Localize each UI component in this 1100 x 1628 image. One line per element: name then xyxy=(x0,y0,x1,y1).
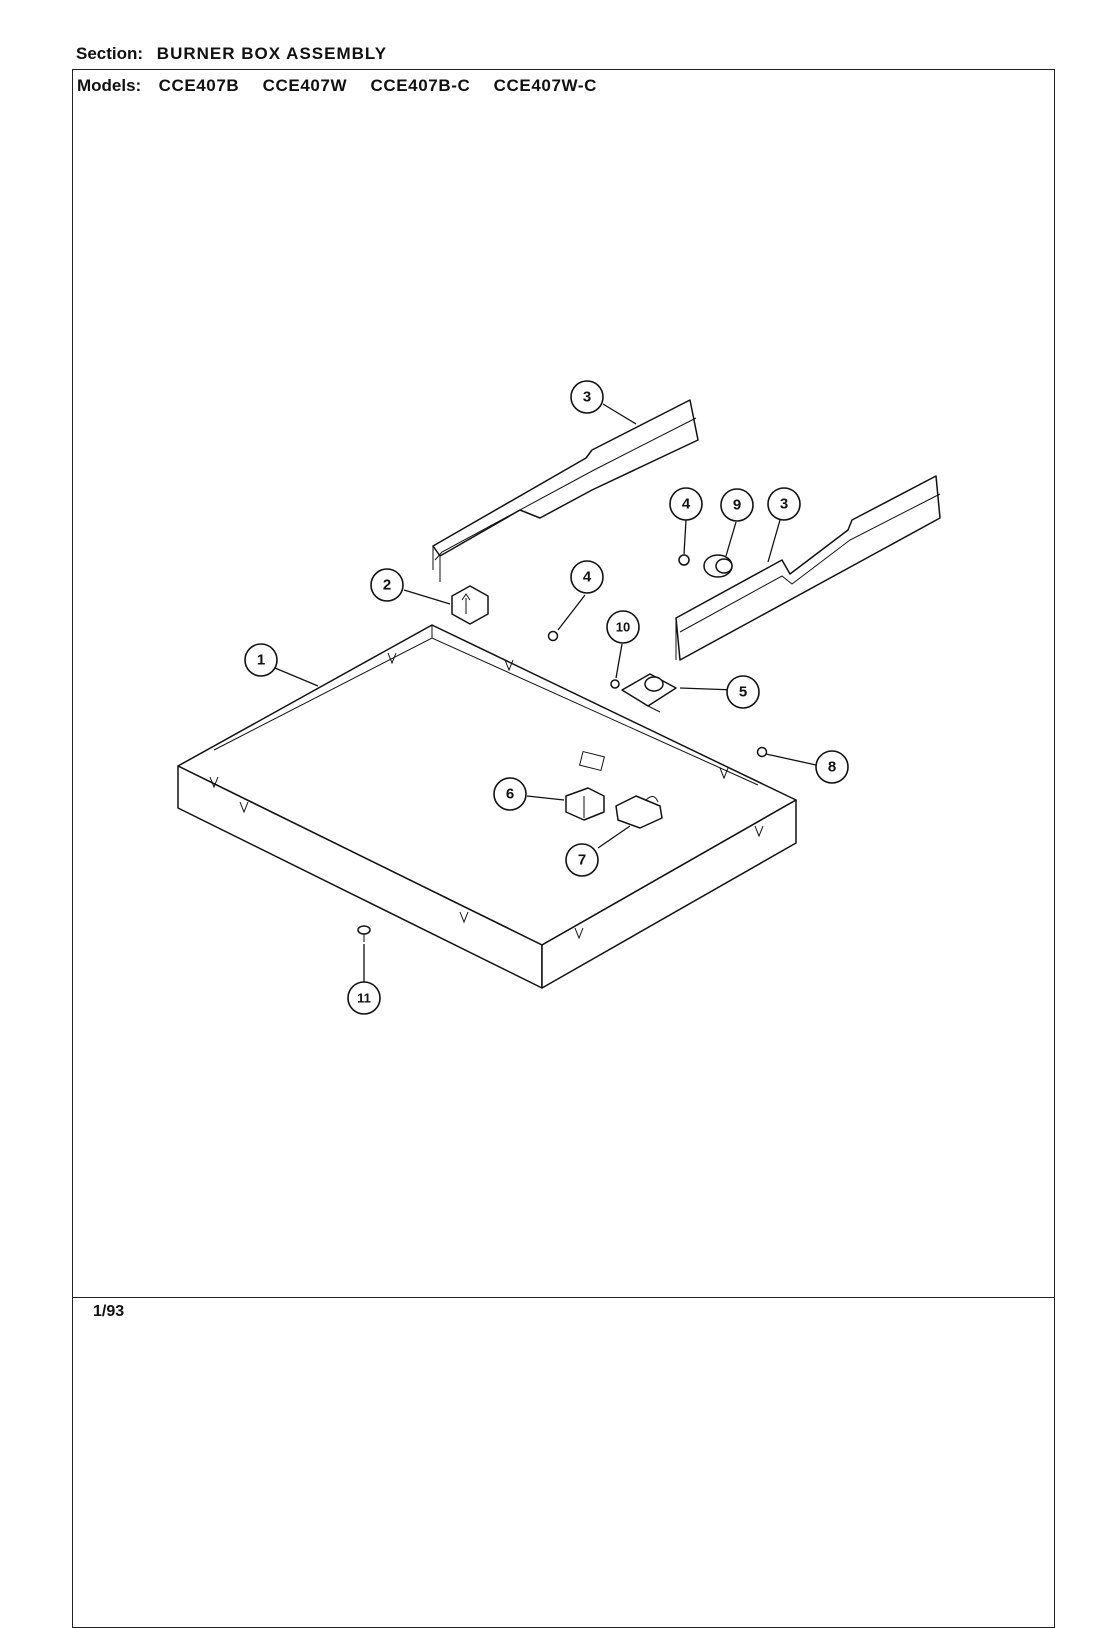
section-title: BURNER BOX ASSEMBLY xyxy=(156,44,388,63)
svg-text:3: 3 xyxy=(780,496,788,513)
callout-5: 5 xyxy=(726,675,760,709)
diagram-frame: Models: CCE407B CCE407W CCE407B-C CCE407… xyxy=(72,69,1055,1628)
section-heading: Section: BURNER BOX ASSEMBLY xyxy=(76,44,387,64)
svg-text:10: 10 xyxy=(616,620,630,635)
rail-upper-left xyxy=(432,399,699,582)
svg-text:2: 2 xyxy=(383,577,391,594)
callout-11: 11 xyxy=(347,981,381,1015)
model-cce407w-c: CCE407W-C xyxy=(493,76,597,95)
footer-date: 1/93 xyxy=(93,1303,125,1320)
model-cce407w: CCE407W xyxy=(262,76,348,95)
connector xyxy=(565,787,605,821)
models-heading: Models: CCE407B CCE407W CCE407B-C CCE407… xyxy=(77,76,615,96)
bracket xyxy=(451,585,489,625)
exploded-parts-diagram: 1 2 3 3 4 4 5 6 7 8 9 10 11 xyxy=(177,380,941,1015)
burner-box xyxy=(177,624,797,989)
screw-right xyxy=(756,746,768,758)
svg-text:11: 11 xyxy=(357,991,371,1006)
callout-3-upper: 3 xyxy=(570,380,604,414)
knob-fitting xyxy=(703,554,733,578)
small-screw xyxy=(610,679,620,689)
callout-1: 1 xyxy=(244,643,278,677)
svg-text:1: 1 xyxy=(257,652,265,669)
callout-4-upper: 4 xyxy=(669,487,703,521)
model-cce407b-c: CCE407B-C xyxy=(370,76,471,95)
callout-10: 10 xyxy=(606,610,640,644)
svg-text:4: 4 xyxy=(682,496,691,513)
svg-text:4: 4 xyxy=(583,569,592,586)
callout-9: 9 xyxy=(720,488,754,522)
models-label: Models: xyxy=(77,76,142,95)
svg-text:8: 8 xyxy=(828,759,836,776)
bottom-screw xyxy=(357,925,371,942)
svg-text:7: 7 xyxy=(578,852,586,869)
leader-lines xyxy=(274,403,817,982)
section-label: Section: xyxy=(76,44,144,63)
callout-7: 7 xyxy=(565,843,599,877)
svg-text:6: 6 xyxy=(506,786,514,803)
callout-6: 6 xyxy=(493,777,527,811)
callout-2: 2 xyxy=(370,568,404,602)
svg-text:3: 3 xyxy=(583,389,591,406)
rail-right xyxy=(675,475,941,661)
svg-text:5: 5 xyxy=(739,684,747,701)
callout-4-center: 4 xyxy=(570,560,604,594)
callout-3-right: 3 xyxy=(767,487,801,521)
footer-divider xyxy=(73,1297,1054,1298)
screw-upper xyxy=(678,554,690,566)
svg-text:9: 9 xyxy=(733,497,741,514)
terminal-block xyxy=(615,795,663,829)
switch-plate xyxy=(621,673,677,713)
screw-center xyxy=(547,630,559,642)
model-cce407b: CCE407B xyxy=(158,76,240,95)
callout-8: 8 xyxy=(815,750,849,784)
